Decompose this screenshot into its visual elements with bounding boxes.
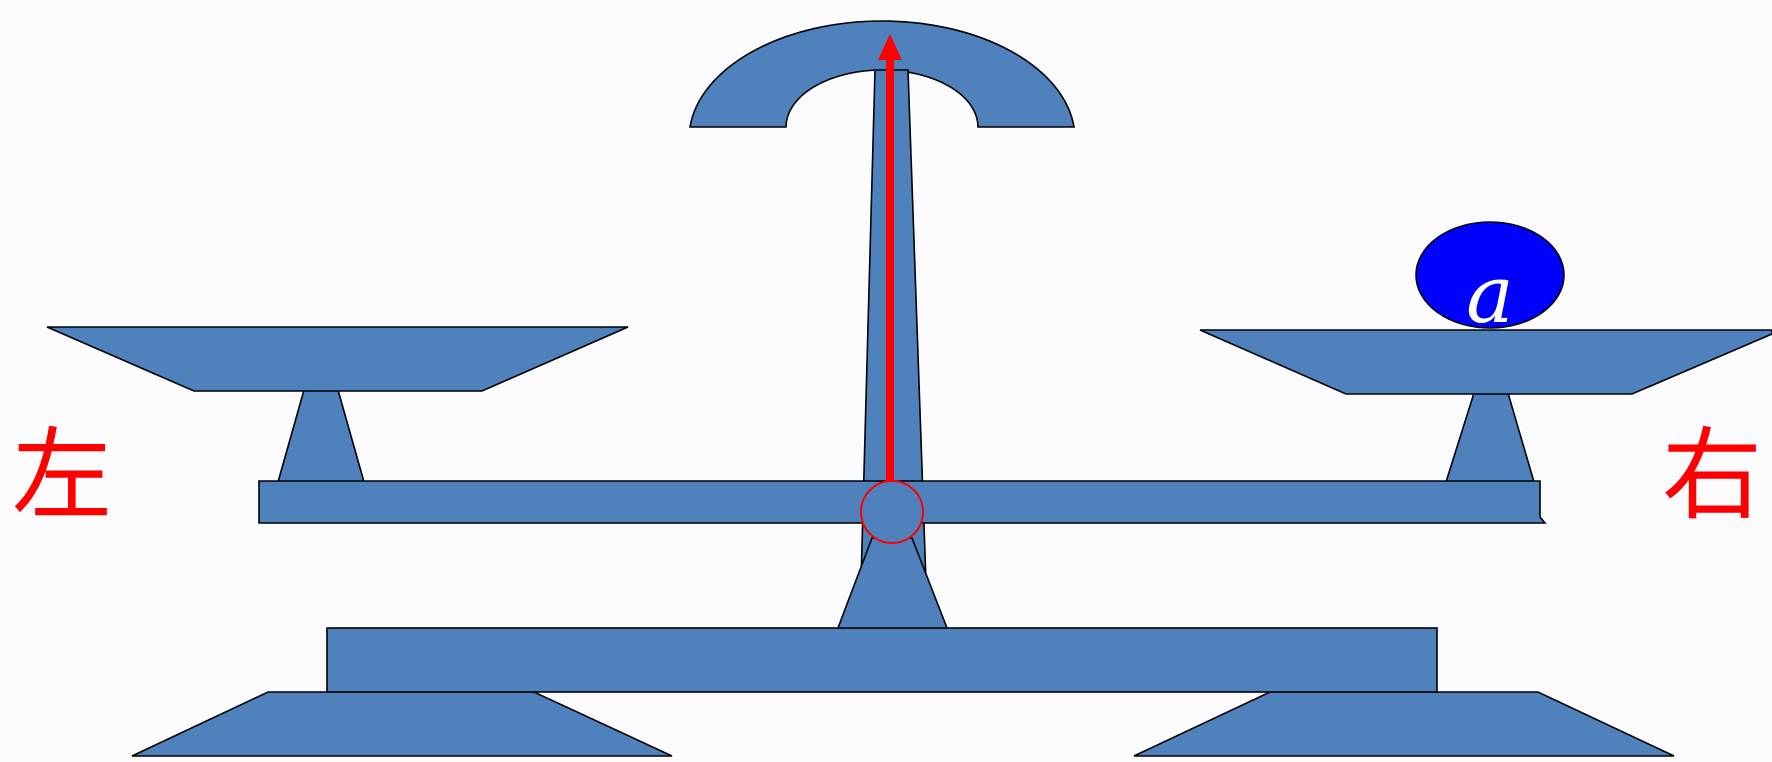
right-side-label: 右: [1662, 417, 1762, 534]
left-pan: [47, 327, 628, 391]
central-stand: [838, 538, 947, 628]
weight-label: a: [1466, 248, 1514, 341]
left-foot: [132, 692, 672, 756]
pivot-circle: [861, 481, 923, 543]
base-block: [327, 628, 1437, 692]
left-pan-support: [278, 390, 364, 482]
right-pan-support: [1446, 393, 1534, 482]
right-foot: [1134, 692, 1674, 756]
left-side-label: 左: [12, 417, 112, 534]
